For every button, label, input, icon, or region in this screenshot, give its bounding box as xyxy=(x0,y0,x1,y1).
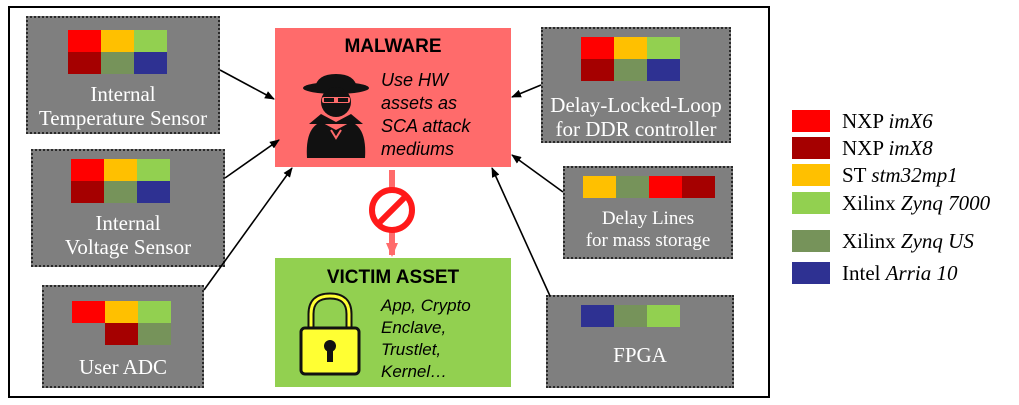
color-cell-st-stm32mp1 xyxy=(104,159,137,181)
fpga-box: FPGA xyxy=(546,295,734,388)
padlock-icon xyxy=(299,292,361,376)
box-label-line: FPGA xyxy=(613,343,667,367)
color-cell-xilinx-zynqus xyxy=(104,181,137,203)
malware-title: MALWARE xyxy=(344,36,442,57)
legend-item: NXP imX6 xyxy=(792,109,1012,133)
malware-desc-line: SCA attack xyxy=(381,116,471,136)
legend-item: NXP imX8 xyxy=(792,136,1012,160)
internal-temperature-sensor-box: Internal Temperature Sensor xyxy=(26,16,220,134)
legend-model: Zynq US xyxy=(900,229,974,253)
legend-item: Xilinx Zynq 7000 xyxy=(792,191,1012,215)
internal-voltage-sensor-box: Internal Voltage Sensor xyxy=(31,149,225,267)
delay-lines-box: Delay Lines for mass storage xyxy=(563,166,733,259)
color-cell-nxp-imx8 xyxy=(581,59,614,81)
legend-vendor: Xilinx xyxy=(842,229,896,253)
legend-swatch xyxy=(792,230,830,252)
legend-swatch xyxy=(792,262,830,284)
color-cell-xilinx-zynqus xyxy=(614,305,647,327)
legend-vendor: Xilinx xyxy=(842,191,896,215)
legend-item: Xilinx Zynq US xyxy=(792,229,1012,253)
color-cell-xilinx-zynq7000 xyxy=(137,159,170,181)
box-label-line: Temperature Sensor xyxy=(38,106,208,130)
arrow-delaylines-to-malware xyxy=(511,154,564,193)
color-cell-nxp-imx6 xyxy=(68,30,101,52)
color-cell-nxp-imx6 xyxy=(581,37,614,59)
color-cell-nxp-imx8 xyxy=(682,176,715,198)
box-label-line: Internal xyxy=(95,211,161,235)
malware-desc-line: assets as xyxy=(381,93,458,113)
legend-swatch xyxy=(792,192,830,214)
color-cell-xilinx-zynqus xyxy=(138,323,171,345)
arrow-dll-to-malware xyxy=(511,84,542,98)
box-label-line: User ADC xyxy=(78,355,168,379)
color-cell-nxp-imx8 xyxy=(68,52,101,74)
legend-item: ST stm32mp1 xyxy=(792,163,1012,187)
box-label-line: for DDR controller xyxy=(555,117,717,141)
color-cell-xilinx-zynq7000 xyxy=(647,37,680,59)
box-label-line: Internal xyxy=(90,82,156,106)
legend-swatch xyxy=(792,137,830,159)
color-cell-nxp-imx8 xyxy=(71,181,104,203)
color-cell-xilinx-zynqus xyxy=(614,59,647,81)
color-cell-st-stm32mp1 xyxy=(583,176,616,198)
color-cell-nxp-imx6 xyxy=(649,176,682,198)
color-cell-nxp-imx6 xyxy=(72,301,105,323)
color-cell-xilinx-zynqus xyxy=(101,52,134,74)
victim-title: VICTIM ASSET xyxy=(326,267,460,288)
box-label-line: Voltage Sensor xyxy=(64,235,192,259)
prohibited-icon xyxy=(369,187,415,233)
legend-vendor: ST xyxy=(842,163,867,187)
color-cell-xilinx-zynqus xyxy=(616,176,649,198)
malware-desc-line: Use HW xyxy=(381,70,448,90)
legend-model: imX8 xyxy=(888,136,933,160)
color-cell-st-stm32mp1 xyxy=(105,301,138,323)
color-cell-intel-arria10 xyxy=(137,181,170,203)
arrow-temp-to-malware xyxy=(219,69,275,100)
color-cell-xilinx-zynq7000 xyxy=(134,30,167,52)
arrow-adc-to-malware xyxy=(203,167,293,291)
color-cell-st-stm32mp1 xyxy=(614,37,647,59)
delay-locked-loop-box: Delay-Locked-Loop for DDR controller xyxy=(541,27,731,143)
color-cell-nxp-imx6 xyxy=(71,159,104,181)
malware-desc-line: mediums xyxy=(381,139,455,159)
color-cell-intel-arria10 xyxy=(647,59,680,81)
color-cell-intel-arria10 xyxy=(134,52,167,74)
color-cell-st-stm32mp1 xyxy=(101,30,134,52)
arrow-voltage-to-malware xyxy=(224,139,280,179)
arrow-fpga-to-malware xyxy=(491,167,551,297)
color-cell-xilinx-zynq7000 xyxy=(138,301,171,323)
victim-desc-line: Trustlet, xyxy=(381,340,442,359)
color-cell-intel-arria10 xyxy=(581,305,614,327)
color-cell-nxp-imx8 xyxy=(105,323,138,345)
malware-box: MALWARE Use HW assets as SCA attack medi… xyxy=(275,28,511,167)
user-adc-box: User ADC xyxy=(42,285,204,388)
legend-model: imX6 xyxy=(888,109,933,133)
box-label-line: Delay-Locked-Loop xyxy=(550,93,722,117)
legend-model: stm32mp1 xyxy=(871,163,958,187)
legend-vendor: NXP xyxy=(842,136,884,160)
color-cell-xilinx-zynq7000 xyxy=(647,305,680,327)
hacker-icon xyxy=(303,74,369,158)
legend-item: Intel Arria 10 xyxy=(792,261,1012,285)
legend-vendor: Intel xyxy=(842,261,881,285)
legend-vendor: NXP xyxy=(842,109,884,133)
box-label-line: Delay Lines xyxy=(601,208,695,229)
legend-swatch xyxy=(792,164,830,186)
diagram-frame xyxy=(8,6,770,398)
victim-desc-line: App, Crypto xyxy=(381,296,471,315)
victim-desc-line: Enclave, xyxy=(381,318,447,337)
box-label-line: for mass storage xyxy=(585,230,711,251)
victim-asset-box: VICTIM ASSET App, Crypto Enclave, Trustl… xyxy=(275,258,511,387)
legend-model: Arria 10 xyxy=(885,261,958,285)
legend-model: Zynq 7000 xyxy=(900,191,991,215)
legend-swatch xyxy=(792,110,830,132)
victim-desc-line: Kernel… xyxy=(381,362,448,381)
